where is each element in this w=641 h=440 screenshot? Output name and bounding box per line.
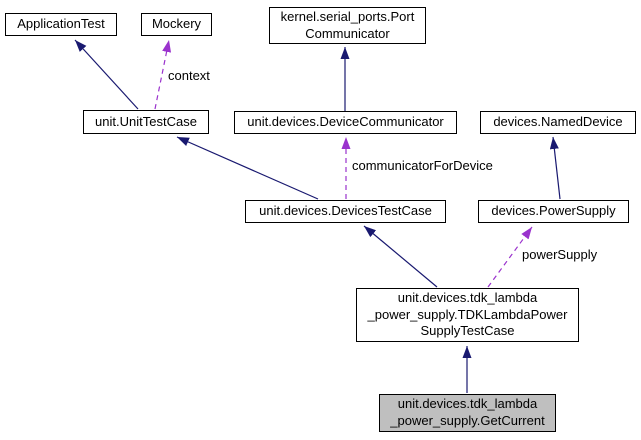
node-portcommunicator[interactable]: kernel.serial_ports.Port Communicator [269, 7, 426, 44]
node-getcurrent-selected: unit.devices.tdk_lambda _power_supply.Ge… [379, 394, 556, 432]
node-devicestestcase[interactable]: unit.devices.DevicesTestCase [245, 200, 446, 223]
node-getcurrent-label: unit.devices.tdk_lambda _power_supply.Ge… [390, 396, 545, 428]
node-powersupply-label: devices.PowerSupply [491, 203, 616, 219]
edge-unittestcase-to-applicationtest [74, 39, 139, 110]
node-devicecommunicator[interactable]: unit.devices.DeviceCommunicator [234, 111, 457, 134]
node-powersupply[interactable]: devices.PowerSupply [478, 200, 629, 223]
edge-powersupply-to-nameddevice [549, 136, 561, 200]
node-nameddevice-label: devices.NamedDevice [493, 114, 623, 130]
edge-tdktestcase-to-devicestestcase [363, 225, 438, 288]
node-devicecommunicator-label: unit.devices.DeviceCommunicator [247, 114, 444, 130]
edge-label-powersupply: powerSupply [522, 247, 598, 262]
node-tdklambdapowersupplytestcase[interactable]: unit.devices.tdk_lambda _power_supply.TD… [356, 288, 579, 342]
node-applicationtest[interactable]: ApplicationTest [5, 13, 117, 36]
edge-devicestestcase-to-unittestcase [176, 136, 319, 200]
edge-label-communicatorfordevice: communicatorForDevice [352, 158, 493, 173]
node-mockery-label: Mockery [151, 16, 202, 32]
node-portcommunicator-label: kernel.serial_ports.Port Communicator [280, 8, 415, 41]
node-nameddevice[interactable]: devices.NamedDevice [480, 111, 636, 134]
node-applicationtest-label: ApplicationTest [17, 16, 105, 32]
edge-label-context: context [168, 68, 210, 83]
node-tdklambdapowersupplytestcase-label: unit.devices.tdk_lambda _power_supply.TD… [367, 290, 568, 339]
edge-unittestcase-to-mockery [154, 39, 172, 110]
node-unittestcase-label: unit.UnitTestCase [95, 113, 197, 129]
node-devicestestcase-label: unit.devices.DevicesTestCase [259, 203, 432, 219]
edge-tdktestcase-to-powersupply [487, 226, 533, 288]
node-unittestcase[interactable]: unit.UnitTestCase [83, 110, 209, 134]
node-mockery[interactable]: Mockery [141, 13, 212, 36]
